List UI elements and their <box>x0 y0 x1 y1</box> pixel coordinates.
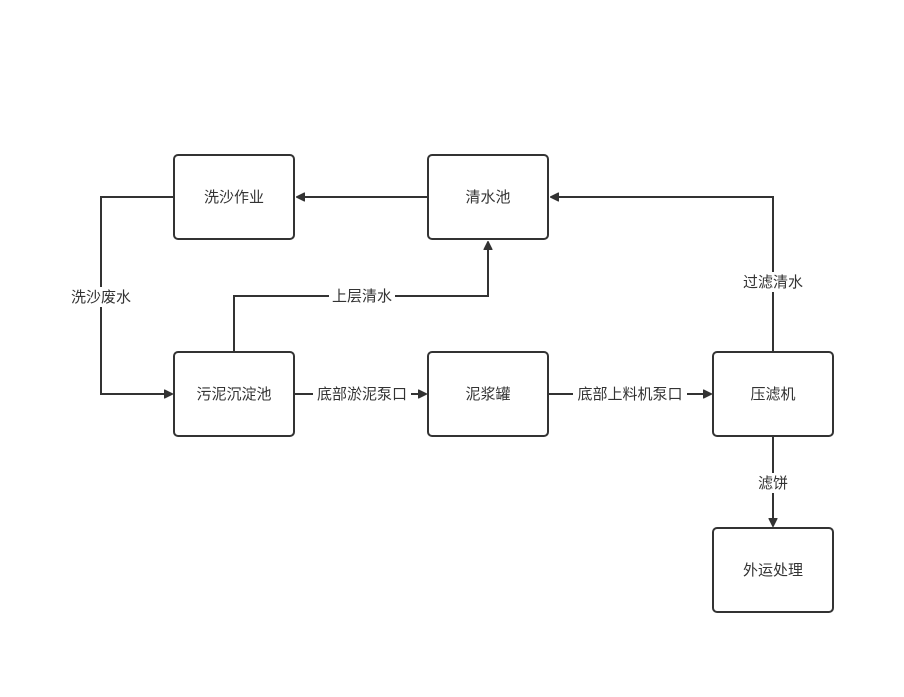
label-washing-wastewater: 洗沙废水 <box>71 288 131 306</box>
node-filter-press[interactable]: 压滤机 <box>712 351 834 437</box>
edge-labels: 洗沙废水 上层清水 底部淤泥泵口 底部上料机泵口 过滤清水 滤饼 <box>68 272 807 493</box>
node-sludge-settling-pool[interactable]: 污泥沉淀池 <box>173 351 295 437</box>
edge-filtered-clear-water <box>551 197 774 352</box>
label-bottom-sludge-pump: 底部淤泥泵口 <box>317 385 407 403</box>
label-filter-cake: 滤饼 <box>758 474 788 492</box>
node-sand-washing[interactable]: 洗沙作业 <box>173 154 295 240</box>
node-slurry-tank[interactable]: 泥浆罐 <box>427 351 549 437</box>
node-external-disposal[interactable]: 外运处理 <box>712 527 834 613</box>
node-clear-water-pool[interactable]: 清水池 <box>427 154 549 240</box>
node-clear-water-pool-label: 清水池 <box>465 188 510 206</box>
node-slurry-tank-label: 泥浆罐 <box>465 385 510 403</box>
label-bottom-feed-pump: 底部上料机泵口 <box>577 385 682 403</box>
node-external-disposal-label: 外运处理 <box>743 561 803 579</box>
node-filter-press-label: 压滤机 <box>750 385 795 403</box>
node-sludge-settling-pool-label: 污泥沉淀池 <box>196 385 271 403</box>
label-upper-clear-water: 上层清水 <box>332 287 392 305</box>
label-filtered-clear-water: 过滤清水 <box>743 273 803 291</box>
node-sand-washing-label: 洗沙作业 <box>204 188 264 206</box>
